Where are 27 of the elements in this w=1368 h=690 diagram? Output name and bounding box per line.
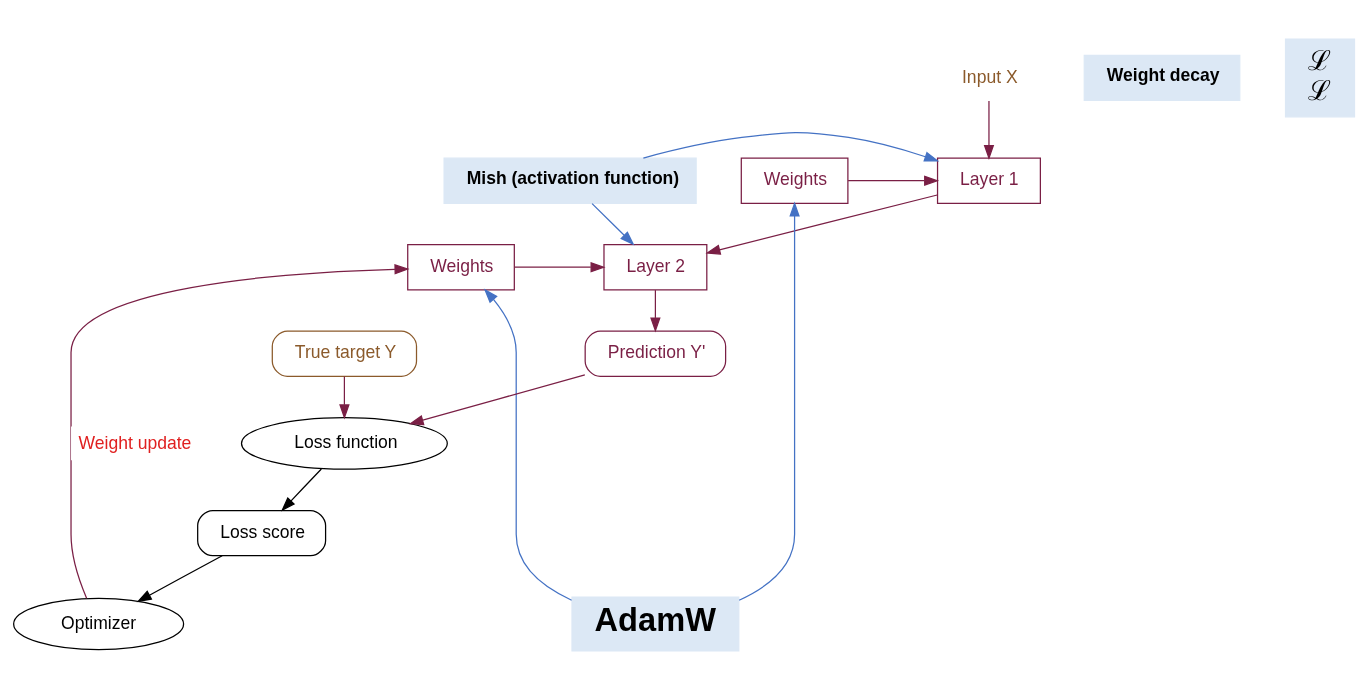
node-box: True target Y bbox=[271, 330, 418, 377]
node-ellipse: Optimizer bbox=[13, 597, 185, 651]
arrow bbox=[136, 555, 223, 603]
arrow bbox=[483, 288, 573, 601]
arrow bbox=[983, 100, 995, 160]
edge-label: Weight update bbox=[78, 432, 192, 453]
arrow bbox=[513, 261, 606, 273]
arrow bbox=[339, 375, 350, 420]
arrow bbox=[738, 201, 800, 601]
node-box: Weights bbox=[740, 157, 849, 204]
arrow bbox=[642, 132, 940, 162]
node-box: Weight decay bbox=[1083, 54, 1241, 102]
node-box: Mish (activation function) bbox=[443, 157, 697, 204]
node-box: AdamW bbox=[571, 596, 740, 652]
arrow bbox=[650, 289, 661, 333]
node-box: Layer 1 bbox=[936, 157, 1041, 204]
arrow bbox=[705, 194, 938, 255]
arrow bbox=[281, 468, 322, 512]
arrow bbox=[408, 374, 586, 426]
node-box: Weights bbox=[407, 244, 515, 291]
node-box: Prediction Y' bbox=[584, 330, 727, 377]
node-box: Layer 2 bbox=[603, 244, 708, 291]
node-box: ℒ ℒ bbox=[1284, 38, 1356, 118]
arrow bbox=[591, 202, 635, 246]
node-box: Loss score bbox=[197, 509, 327, 557]
node-text: Input X bbox=[962, 66, 1018, 87]
arrow bbox=[847, 175, 940, 186]
